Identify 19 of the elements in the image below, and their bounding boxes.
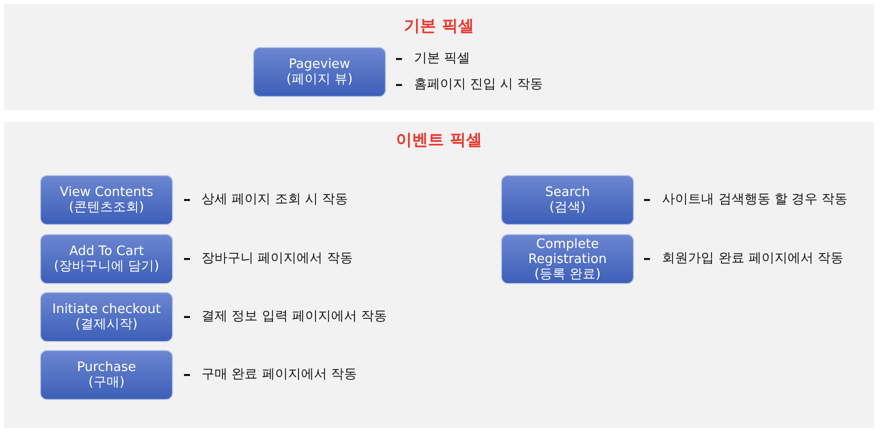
event-box: Add To Cart (장바구니에 담기) (40, 234, 173, 284)
description-text: 홈페이지 진입 시 작동 (414, 77, 544, 92)
event-box: View Contents (콘텐츠조회) (40, 175, 173, 225)
section-panel (4, 4, 874, 110)
event-box: Purchase (구매) (40, 350, 173, 400)
description-text: 구매 완료 페이지에서 작동 (202, 367, 357, 382)
event-box: Complete Registration (등록 완료) (501, 234, 634, 284)
description-text: 회원가입 완료 페이지에서 작동 (662, 251, 844, 266)
description-text: 장바구니 페이지에서 작동 (202, 251, 353, 266)
description-text: 결제 정보 입력 페이지에서 작동 (202, 309, 388, 324)
section-title: 기본 픽셀 (403, 16, 475, 37)
description-text: 기본 픽셀 (414, 51, 470, 66)
event-box: Search (검색) (501, 175, 634, 225)
description-text: 상세 페이지 조회 시 작동 (202, 192, 348, 207)
event-box: Pageview (페이지 뷰) (253, 47, 386, 97)
description-text: 사이트내 검색행동 할 경우 작동 (662, 192, 848, 207)
event-box: Initiate checkout (결제시작) (40, 292, 173, 342)
section-panel (4, 122, 874, 428)
section-title: 이벤트 픽셀 (395, 130, 483, 151)
